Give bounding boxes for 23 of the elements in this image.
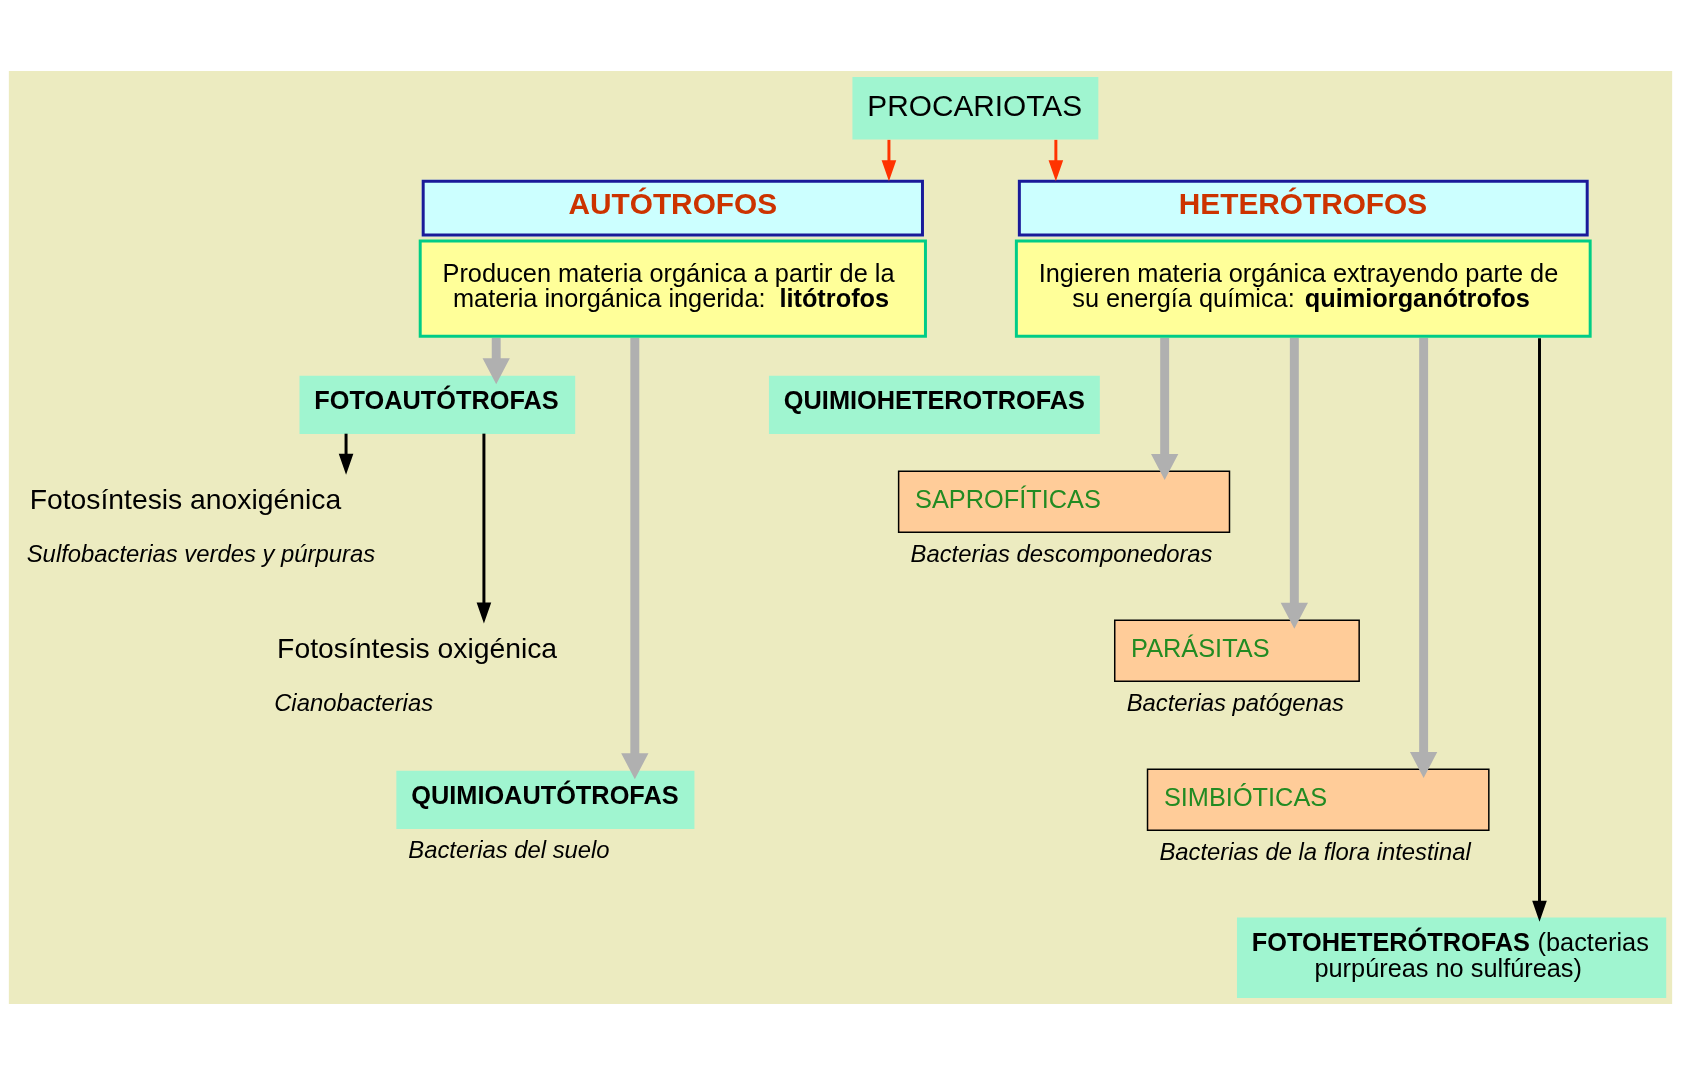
node-label: Bacterias del suelo	[408, 835, 610, 863]
node-text: Fotosíntesis anoxigénica	[29, 482, 342, 515]
node-box: PROCARIOTAS	[852, 76, 1099, 140]
node-label: Sulfobacterias verdes y púrpuras	[26, 539, 376, 567]
node-box: FOTOHETERÓTROFAS (bacterias purpúreas no sulfúreas)	[1236, 917, 1667, 998]
arrow	[881, 139, 897, 181]
arrow	[338, 433, 354, 475]
arrow	[1048, 139, 1064, 181]
node-text: Fotosíntesis oxigénica	[277, 631, 558, 664]
node-box: QUIMIOAUTÓTROFAS	[396, 770, 695, 829]
arrow	[1151, 337, 1179, 480]
arrow	[1532, 337, 1547, 922]
node-box: QUIMIOHETEROTROFAS	[768, 375, 1100, 434]
arrow	[621, 337, 649, 779]
arrow	[1409, 337, 1438, 778]
node-label: Bacterias de la flora intestinal	[1159, 837, 1471, 865]
node-label: Cianobacterias	[274, 688, 434, 716]
node-label: Bacterias descomponedoras	[910, 539, 1213, 567]
arrow	[482, 337, 510, 384]
arrow	[1280, 337, 1308, 629]
arrow	[476, 433, 492, 623]
node-label: Bacterias patógenas	[1126, 688, 1344, 716]
node-box: FOTOAUTÓTROFAS	[299, 375, 576, 434]
